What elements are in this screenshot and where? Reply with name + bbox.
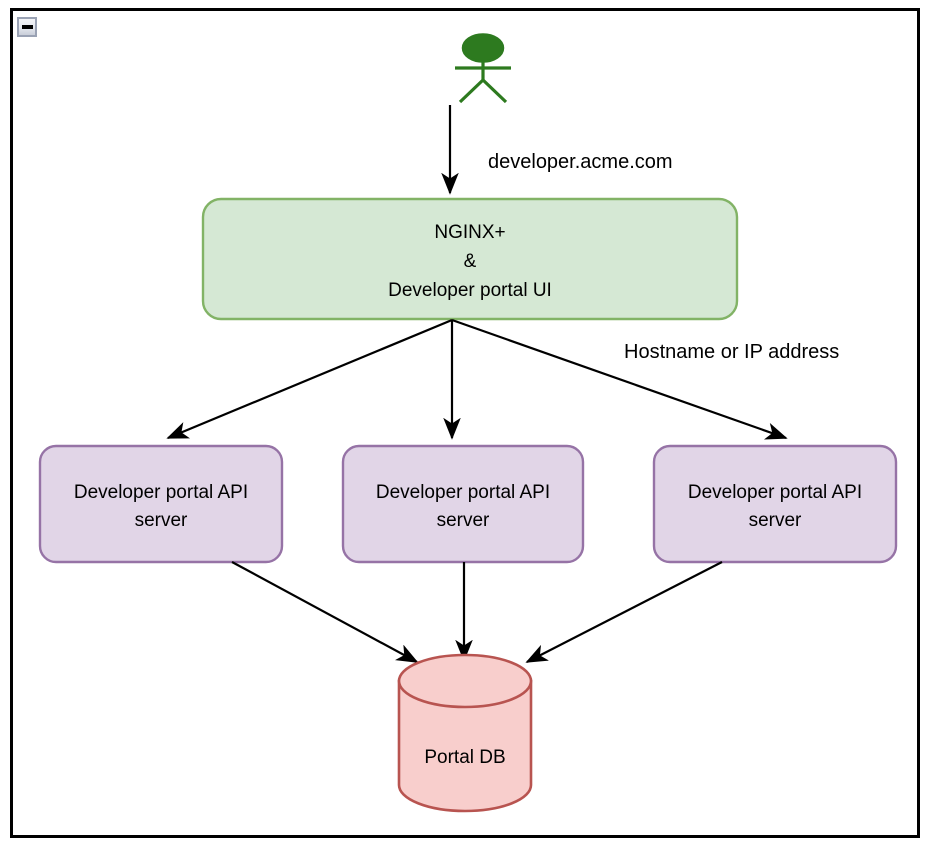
connector-api-server-3-to-portal-db: [525, 561, 723, 663]
minus-icon: [21, 25, 33, 29]
edge-label-user-to-nginx: developer.acme.com: [488, 151, 673, 173]
node-api-server-3-line-2: server: [749, 510, 802, 531]
node-api-server-3[interactable]: Developer portal API server: [652, 444, 898, 564]
collapse-toggle-button[interactable]: [17, 17, 37, 37]
node-api-server-3-line-1: Developer portal API: [688, 482, 862, 503]
edge-label-nginx-to-api: Hostname or IP address: [624, 341, 839, 363]
node-nginx-line-3: Developer portal UI: [388, 280, 552, 301]
node-nginx-line-2: &: [464, 251, 477, 272]
node-api-server-1-shape: [38, 444, 284, 564]
node-portal-db[interactable]: Portal DB: [397, 653, 533, 813]
node-api-server-2-shape: [341, 444, 585, 564]
node-nginx-line-1: NGINX+: [434, 222, 505, 243]
node-api-server-1-line-2: server: [135, 510, 188, 531]
node-portal-db-top-ellipse: [397, 653, 533, 709]
node-api-server-1[interactable]: Developer portal API server: [38, 444, 284, 564]
node-portal-db-label: Portal DB: [424, 747, 505, 768]
node-nginx-shape: [201, 197, 739, 321]
node-api-server-2-line-1: Developer portal API: [376, 482, 550, 503]
node-nginx-developer-portal-ui[interactable]: NGINX+ & Developer portal UI: [201, 197, 739, 321]
actor-stick-figure-icon: [455, 33, 511, 104]
node-api-server-2[interactable]: Developer portal API server: [341, 444, 585, 564]
node-api-server-2-line-2: server: [437, 510, 490, 531]
connector-api-server-1-to-portal-db: [231, 561, 419, 663]
node-api-server-1-line-1: Developer portal API: [74, 482, 248, 503]
connector-nginx-to-api-server-3: [451, 318, 788, 440]
node-portal-db-body: [397, 679, 533, 813]
node-api-server-3-shape: [652, 444, 898, 564]
connector-nginx-to-api-server-1: [166, 318, 453, 440]
